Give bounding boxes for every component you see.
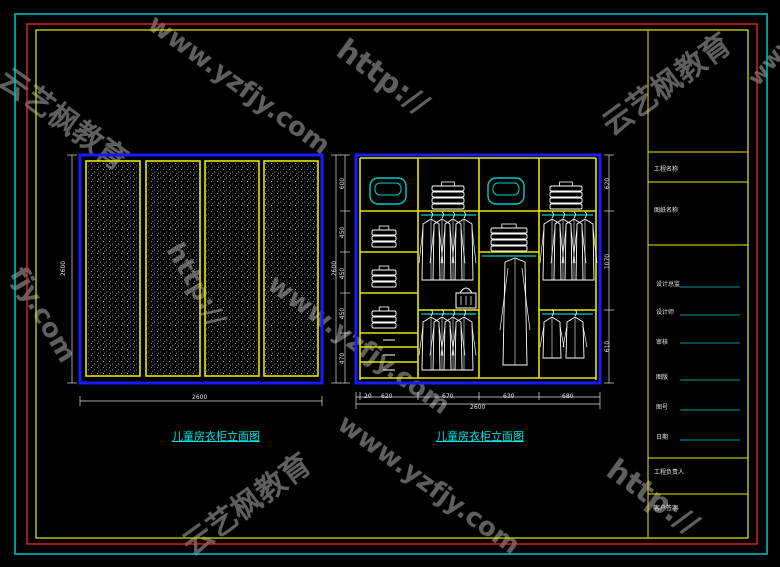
- folded-stack-1: [431, 181, 465, 210]
- right-elevation: [331, 153, 614, 409]
- left-cabinet-frame: [78, 153, 324, 385]
- right-dim-2: 670: [442, 393, 454, 400]
- hanging-shirt-top-1: [418, 211, 444, 281]
- folded-stack-6: [490, 223, 528, 252]
- title-review: 审核: [656, 339, 669, 346]
- right-cabinet-frame: [354, 153, 602, 385]
- folded-stack-5: [371, 306, 397, 329]
- right-dim-3: 630: [503, 393, 515, 400]
- title-design: 设计师: [656, 309, 675, 316]
- title-date: 日期: [656, 434, 669, 441]
- left-elevation-caption: 儿童房衣柜立面图: [172, 430, 260, 443]
- hanging-shirt-right-top-1: [539, 211, 565, 281]
- door-panel-1: [85, 160, 141, 377]
- frame-red: [26, 23, 758, 545]
- right-width-dim: 2600: [470, 404, 486, 411]
- title-designer: 设计总监: [656, 281, 681, 288]
- right-left-dim-1: 450: [339, 226, 347, 239]
- hanging-shirt-right-bottom-1: [539, 309, 565, 359]
- hanging-shirt-right-top-2: [550, 211, 576, 281]
- right-dim-1: 620: [381, 393, 393, 400]
- right-height-dim: 2600: [331, 260, 339, 277]
- folded-stack-3: [371, 225, 397, 248]
- right-left-dim-3: 450: [339, 307, 347, 320]
- interior-panels: [359, 157, 597, 380]
- right-dim-0: 20: [364, 393, 372, 400]
- folded-stack-2: [549, 181, 583, 210]
- title-scale: 图号: [656, 404, 669, 411]
- folded-stack-4: [371, 265, 397, 288]
- title-site-manager: 工程负责人: [654, 469, 685, 476]
- title-client-sign: 客户签字: [654, 505, 679, 512]
- door-panel-4: [263, 160, 319, 377]
- hanging-rods: [421, 214, 593, 315]
- right-right-dim-2: 610: [604, 340, 612, 353]
- handbag: [455, 287, 477, 309]
- hanging-shirt-right-top-4: [572, 211, 598, 281]
- hanging-shirt-bottom-1: [418, 309, 444, 371]
- title-drawing-no: 图版: [656, 374, 669, 381]
- hanging-shirt-top-2: [429, 211, 455, 281]
- hanging-shirt-right-bottom-2: [562, 309, 588, 359]
- wardrobe-items: [369, 177, 598, 371]
- frame-outer-cyan: [14, 13, 768, 555]
- storage-basket-1: [369, 177, 407, 205]
- door-panel-3: [204, 160, 260, 377]
- right-right-dim-1: 1070: [604, 253, 612, 270]
- left-width-dim: 2600: [192, 394, 208, 401]
- title-project-name: 工程名称: [654, 166, 679, 173]
- hanging-long-coat: [499, 257, 531, 366]
- hanging-shirt-right-top-3: [561, 211, 587, 281]
- door-panel-2: [145, 160, 201, 377]
- hanging-shirt-top-4: [451, 211, 477, 281]
- title-block-cyan-lines: [680, 286, 740, 441]
- title-drawing-name: 图纸名称: [654, 207, 679, 214]
- hanging-shirt-bottom-4: [451, 309, 477, 371]
- right-dim-4: 680: [562, 393, 574, 400]
- hanging-shirt-bottom-2: [429, 309, 455, 371]
- right-right-dim-0: 620: [604, 177, 612, 190]
- left-elevation: [67, 153, 324, 406]
- right-dim-ticks: [331, 154, 614, 409]
- right-left-dim-2: 450: [339, 267, 347, 280]
- storage-basket-2: [487, 177, 525, 205]
- drawer-handles: [383, 339, 395, 371]
- right-left-dim-4: 470: [339, 352, 347, 365]
- right-left-dim-0: 600: [339, 177, 347, 190]
- hanging-shirt-top-3: [440, 211, 466, 281]
- left-height-dim: 2600: [60, 260, 68, 277]
- frame-yellow: [35, 29, 749, 539]
- right-elevation-caption: 儿童房衣柜立面图: [436, 430, 524, 443]
- hanging-shirt-bottom-3: [440, 309, 466, 371]
- door-panels: [85, 160, 319, 377]
- title-block-lines: [648, 151, 748, 495]
